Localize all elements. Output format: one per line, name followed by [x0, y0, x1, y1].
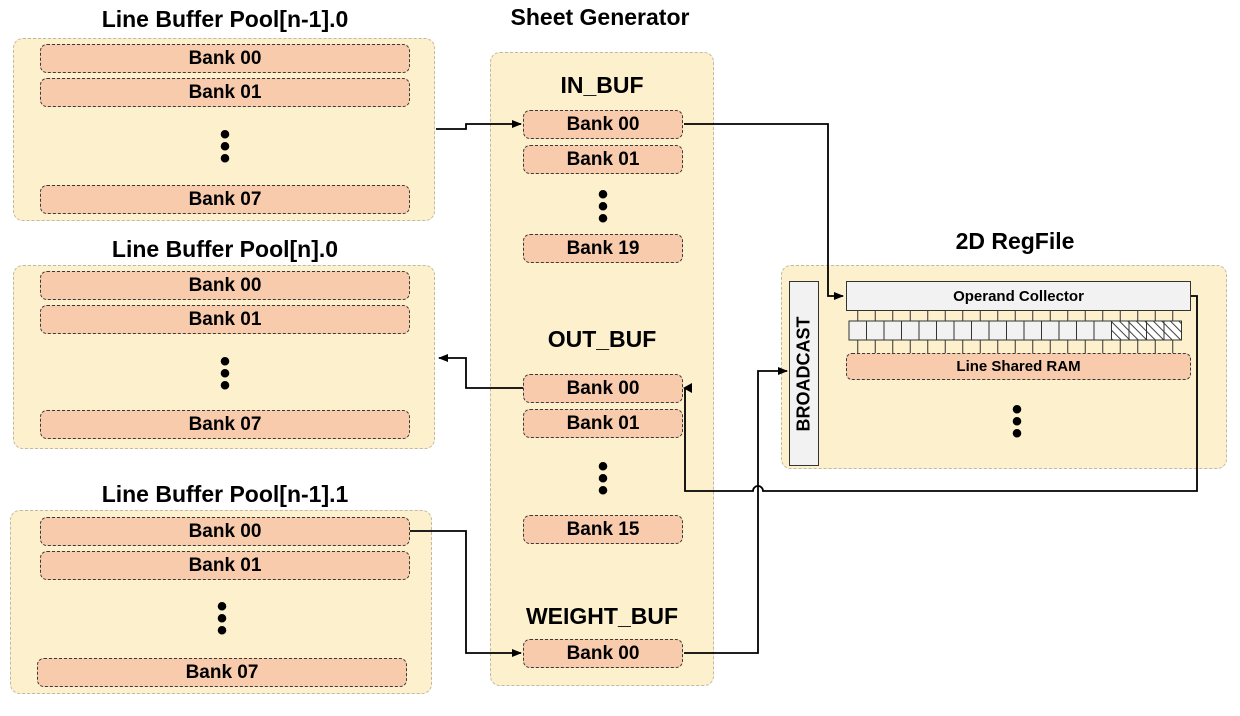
pool2-bank-00[interactable]: Bank 00 [40, 271, 410, 300]
register-cell [936, 320, 955, 341]
out-buf-bank-01[interactable]: Bank 01 [523, 409, 683, 438]
pool2-bank-01[interactable]: Bank 01 [40, 305, 410, 334]
register-cell-masked [1163, 320, 1182, 341]
register-cell [883, 320, 902, 341]
register-cells [848, 311, 1182, 353]
register-cell [848, 320, 867, 341]
pool1-bank-07[interactable]: Bank 07 [40, 185, 410, 214]
in-buf-bank-01[interactable]: Bank 01 [523, 145, 683, 174]
ellipsis-icon: ••• [216, 590, 228, 647]
register-cell [971, 320, 990, 341]
pool1-bank-00[interactable]: Bank 00 [40, 44, 410, 73]
pool3-bank-07[interactable]: Bank 07 [37, 658, 407, 687]
ellipsis-icon: ••• [219, 345, 231, 402]
weight-buf-bank-00[interactable]: Bank 00 [523, 639, 683, 668]
wire-feedback-arrowhead [683, 383, 692, 393]
broadcast-bus: BROADCAST [789, 281, 819, 466]
weight-buf-label: WEIGHT_BUF [525, 603, 679, 629]
out-buf-bank-15[interactable]: Bank 15 [523, 515, 683, 544]
register-cell [866, 320, 885, 341]
register-cell [901, 320, 920, 341]
in-buf-bank-00[interactable]: Bank 00 [523, 110, 683, 139]
register-cell-masked [1128, 320, 1147, 341]
ellipsis-icon: ••• [597, 450, 609, 507]
operand-collector[interactable]: Operand Collector [846, 281, 1191, 311]
pool3-bank-01[interactable]: Bank 01 [40, 551, 410, 580]
line-shared-ram[interactable]: Line Shared RAM [846, 353, 1191, 380]
register-cell [1058, 320, 1077, 341]
register-cell [1023, 320, 1042, 341]
register-cell [1076, 320, 1095, 341]
in-buf-label: IN_BUF [560, 72, 644, 98]
register-cell-masked [1146, 320, 1165, 341]
pool3-bank-00[interactable]: Bank 00 [40, 517, 410, 546]
register-cell [1093, 320, 1112, 341]
wire-pool1-to-inbuf [436, 120, 522, 130]
register-cell-masked [1111, 320, 1130, 341]
in-buf-bank-19[interactable]: Bank 19 [523, 234, 683, 263]
pool1-bank-01[interactable]: Bank 01 [40, 78, 410, 107]
wire-inbuf-to-opc [684, 123, 844, 300]
wire-weightbuf-to-broadcast [684, 367, 788, 654]
pool-title-n-1-0: Line Buffer Pool[n-1].0 [101, 6, 349, 32]
ellipsis-icon: ••• [219, 118, 231, 175]
pool-title-n-0: Line Buffer Pool[n].0 [111, 236, 339, 262]
out-buf-bank-00[interactable]: Bank 00 [523, 374, 683, 403]
wire-outbuf-to-pool2 [438, 354, 523, 389]
register-cell [918, 320, 937, 341]
register-cell [1041, 320, 1060, 341]
pool-title-n-1-1: Line Buffer Pool[n-1].1 [101, 481, 349, 507]
register-cell [988, 320, 1007, 341]
ellipsis-icon: ••• [597, 178, 609, 235]
pool2-bank-07[interactable]: Bank 07 [40, 410, 410, 439]
wire-pool3-to-weightbuf [410, 530, 522, 657]
ellipsis-icon: ••• [1011, 393, 1023, 450]
regfile-title: 2D RegFile [955, 228, 1075, 254]
register-cell [953, 320, 972, 341]
register-cell [1006, 320, 1025, 341]
out-buf-label: OUT_BUF [547, 326, 657, 352]
sheet-generator-title: Sheet Generator [510, 4, 690, 30]
